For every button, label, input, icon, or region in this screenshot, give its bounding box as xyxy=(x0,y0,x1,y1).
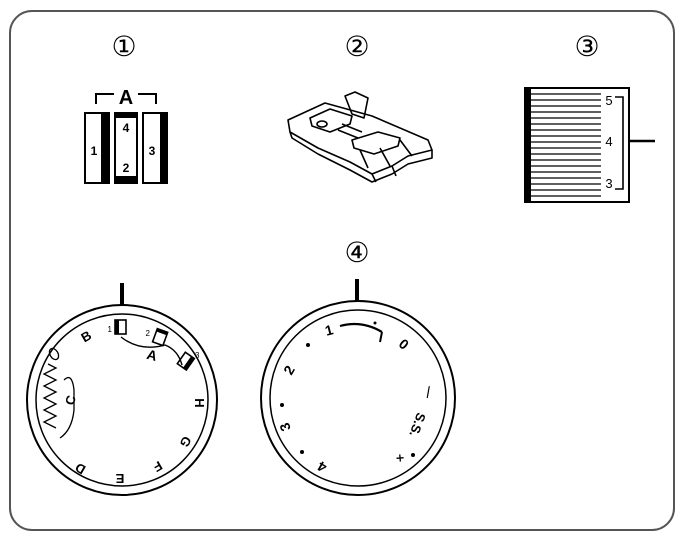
needle-slot-left-mark xyxy=(101,113,109,183)
scale-tick-3: 3 xyxy=(605,176,612,191)
needle-slot-right-mark xyxy=(160,113,167,183)
pattern-pos-1-mark xyxy=(115,320,119,334)
scale-body xyxy=(524,87,630,203)
panel-number-1: ① xyxy=(111,31,136,62)
pattern-buttonhole-icon xyxy=(48,347,60,361)
pattern-pos-1-label: 1 xyxy=(108,325,113,334)
needle-group-bracket xyxy=(95,93,157,104)
length-dial-inner-ring xyxy=(269,309,447,487)
length-dial-outer-ring xyxy=(260,300,456,496)
pattern-zigzag-stitch xyxy=(42,363,58,429)
scale-bracket xyxy=(615,96,624,190)
scale-tick-4: 4 xyxy=(605,134,612,149)
pattern-selector-dial[interactable]: 1 2 3 A B H G F E D C xyxy=(26,283,218,496)
pattern-pos-3-icon xyxy=(176,351,196,372)
panel-number-4: ④ xyxy=(344,237,369,268)
pattern-letter-h: H xyxy=(192,398,207,407)
scale-left-edge xyxy=(525,88,531,202)
pattern-pos-3-label: 3 xyxy=(195,351,200,360)
pattern-dial-inner-ring xyxy=(35,313,209,487)
scale-grip-lines xyxy=(531,93,601,197)
pattern-letter-c: C xyxy=(62,393,79,407)
needle-position-indicator: A 1 4 2 3 xyxy=(84,87,168,184)
length-dial-range-arc xyxy=(339,322,383,333)
pattern-letter-e: E xyxy=(115,471,124,486)
stitch-length-dial[interactable]: 1 0 2 3 4 S.S. — × xyxy=(260,279,456,496)
pattern-letter-a: A xyxy=(145,346,159,364)
length-dial-dash: — xyxy=(421,385,437,399)
stitch-length-scale: 5 4 3 xyxy=(524,87,655,203)
pattern-pos-2-label: 2 xyxy=(146,329,151,338)
needle-slot-middle-top-label: 4 xyxy=(123,121,130,135)
length-dial-dots xyxy=(280,321,415,457)
needle-slot-right-label: 3 xyxy=(149,144,156,158)
pattern-pos-3-mark xyxy=(183,356,195,370)
length-dial-range-arc-end xyxy=(379,331,383,343)
needle-group-label: A xyxy=(119,87,133,109)
panel-number-2: ② xyxy=(344,31,369,62)
pattern-pos-2-mark xyxy=(156,328,168,336)
pattern-a-bracket xyxy=(120,336,183,366)
needle-slot-middle-bottom-mark xyxy=(115,176,137,183)
pattern-dial-outer-ring xyxy=(26,304,218,496)
scale-tick-5: 5 xyxy=(605,93,612,108)
needle-slot-middle-top-mark xyxy=(115,113,137,118)
needle-slot-left-label: 1 xyxy=(91,144,98,158)
pattern-c-bracket xyxy=(59,376,75,439)
presser-foot-illustration xyxy=(287,91,433,183)
length-dial-num-1: 1 xyxy=(323,321,335,339)
panel-number-3: ③ xyxy=(574,31,599,62)
needle-slot-middle-bottom-label: 2 xyxy=(123,161,130,175)
